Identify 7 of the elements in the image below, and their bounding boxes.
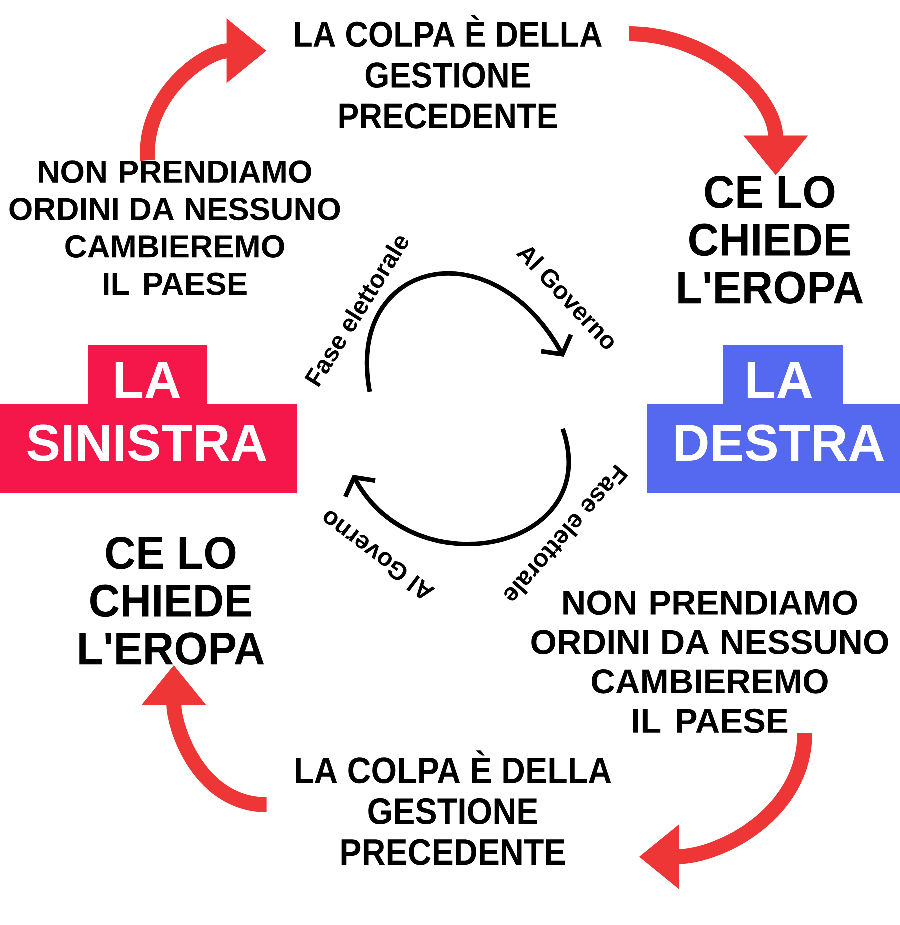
title-box: LA DESTRA — [647, 345, 900, 493]
slogan-text: NON PRENDIAMO ORDINI DA NESSUNO CAMBIEREMO IL PAESE — [10, 160, 340, 296]
title-box: LA SINISTRA — [0, 345, 297, 493]
slogan-text: LA COLPA È DELLA GESTIONE PRECEDENTE — [296, 750, 612, 866]
slogan-text: CE LO CHIEDE L'EROPA — [678, 176, 864, 304]
slogan-text: LA COLPA È DELLA GESTIONE PRECEDENTE — [295, 15, 602, 129]
slogan-text: CE LO CHIEDE L'EROPA — [80, 536, 264, 666]
